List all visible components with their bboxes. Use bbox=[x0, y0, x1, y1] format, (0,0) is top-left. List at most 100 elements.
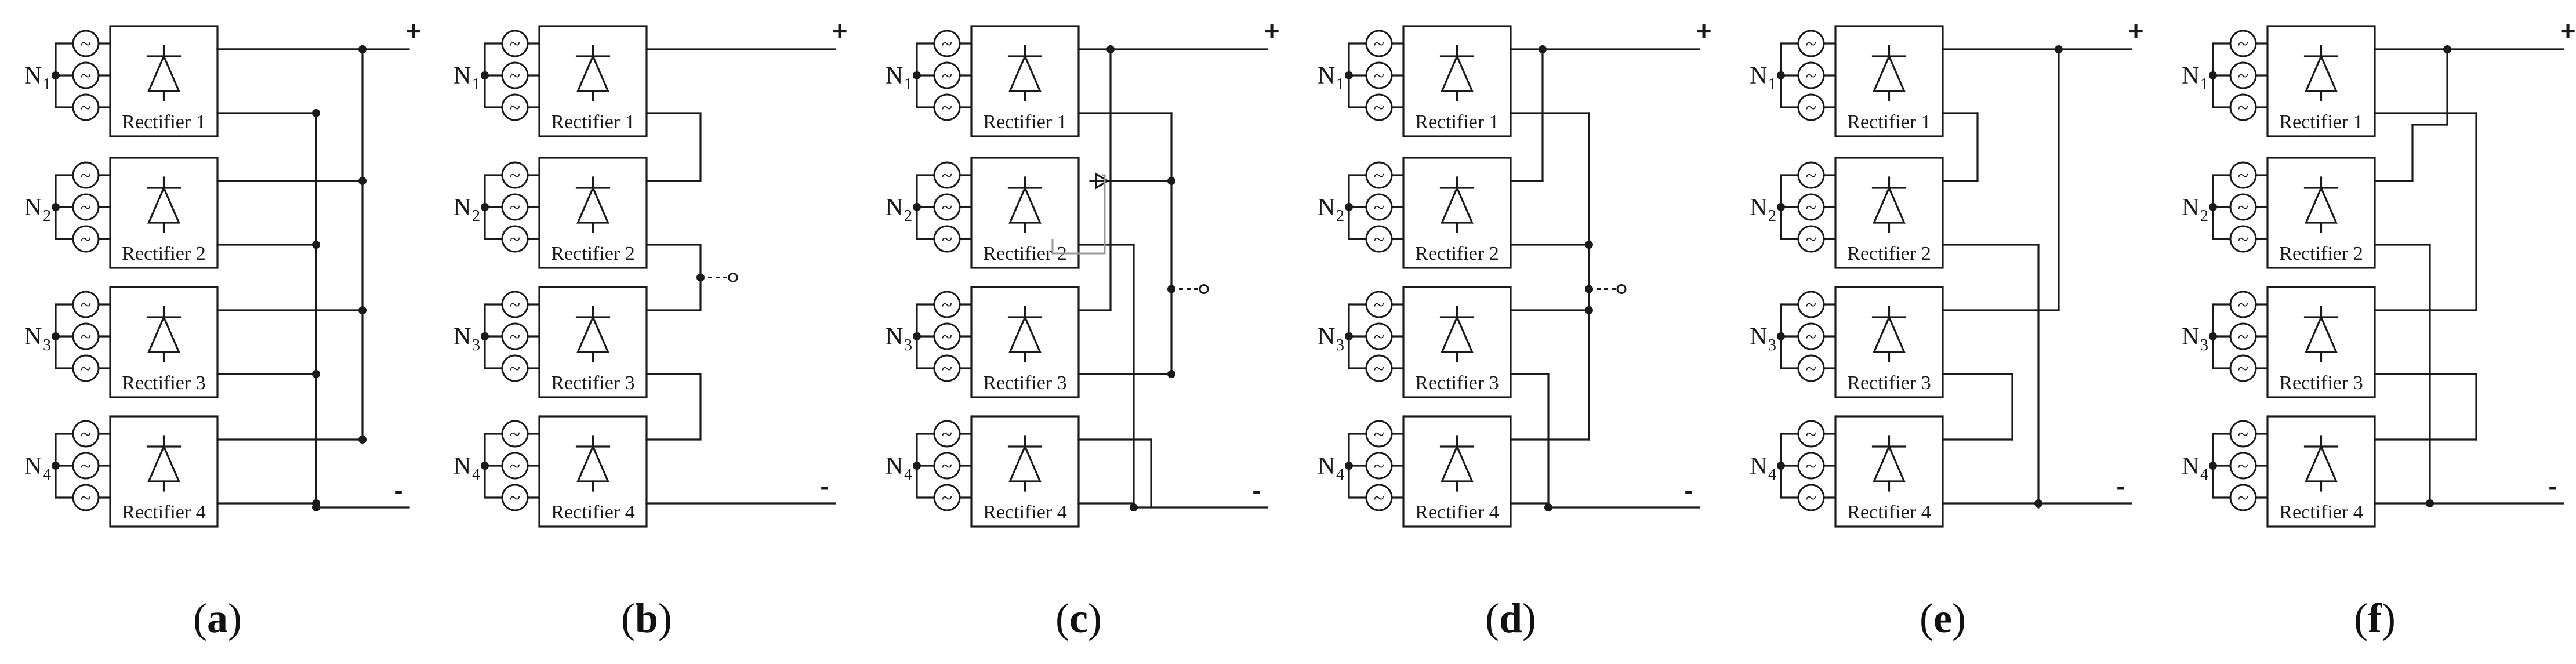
ac-source-icon bbox=[933, 322, 961, 350]
ac-source-icon bbox=[1797, 484, 1825, 511]
node-label: N bbox=[1750, 453, 1767, 480]
ac-source-symbol: ~ bbox=[81, 197, 91, 219]
ac-source-symbol: ~ bbox=[2238, 197, 2248, 219]
junction-dot bbox=[312, 241, 320, 249]
node-index: 4 bbox=[472, 466, 480, 484]
node-index: 2 bbox=[1336, 207, 1344, 225]
node-label: N bbox=[886, 63, 903, 89]
ac-source-symbol: ~ bbox=[1806, 456, 1816, 477]
node-index: 1 bbox=[472, 75, 480, 93]
node-index: 2 bbox=[1768, 207, 1776, 225]
ac-source-symbol: ~ bbox=[942, 97, 952, 119]
rectifier-label: Rectifier 2 bbox=[1415, 243, 1499, 264]
ac-source-icon bbox=[933, 452, 961, 480]
rectifier-box bbox=[970, 157, 1080, 269]
neutral-junction-dot bbox=[2209, 462, 2217, 470]
midpoint-terminal bbox=[1616, 284, 1627, 294]
node-label: N bbox=[453, 324, 471, 350]
ac-source-symbol: ~ bbox=[510, 34, 520, 55]
ac-source-symbol: ~ bbox=[2238, 165, 2248, 187]
junction-dot bbox=[1585, 241, 1593, 249]
ac-source-symbol: ~ bbox=[2238, 488, 2248, 509]
rectifier-label: Rectifier 3 bbox=[1415, 372, 1499, 394]
rectifier-label: Rectifier 1 bbox=[983, 111, 1066, 133]
ac-source-icon bbox=[501, 30, 529, 57]
dc-output-wiring: +- bbox=[1510, 16, 1711, 511]
ac-source-symbol: ~ bbox=[81, 97, 91, 119]
ac-source-icon bbox=[2229, 161, 2257, 189]
ac-source-icon bbox=[1797, 420, 1825, 448]
neutral-junction-dot bbox=[1345, 462, 1353, 470]
neutral-junction-dot bbox=[913, 332, 921, 340]
ac-source-symbol: ~ bbox=[942, 488, 952, 509]
junction-dot bbox=[2443, 45, 2451, 53]
node-index: 2 bbox=[472, 207, 480, 225]
ac-source-symbol: ~ bbox=[1374, 456, 1384, 477]
ac-source-symbol: ~ bbox=[942, 34, 952, 55]
node-label: N bbox=[453, 453, 471, 480]
junction-dot bbox=[358, 177, 367, 185]
node-index: 2 bbox=[2200, 207, 2208, 225]
junction-dot bbox=[1585, 306, 1593, 314]
ac-source-symbol: ~ bbox=[81, 66, 91, 87]
ac-source-symbol: ~ bbox=[510, 66, 520, 87]
ac-source-icon bbox=[1797, 93, 1825, 121]
ac-source-icon bbox=[72, 193, 100, 221]
neutral-junction-dot bbox=[52, 203, 60, 211]
node-label: N bbox=[1750, 324, 1767, 350]
ac-source-icon bbox=[501, 193, 529, 221]
caption-close: ) bbox=[1952, 595, 1966, 641]
rectifier-box bbox=[109, 415, 219, 528]
ac-source-symbol: ~ bbox=[1374, 34, 1384, 55]
ac-source-icon bbox=[72, 61, 100, 89]
junction-dot bbox=[2055, 45, 2063, 53]
neutral-junction-dot bbox=[481, 332, 489, 340]
ac-source-symbol: ~ bbox=[510, 197, 520, 219]
midpoint-terminal bbox=[1199, 284, 1209, 294]
junction-dot bbox=[312, 503, 320, 511]
wire bbox=[645, 112, 702, 182]
ac-source-symbol: ~ bbox=[942, 424, 952, 445]
node-index: 1 bbox=[2200, 75, 2208, 93]
dc-output-wiring: +- bbox=[1051, 16, 1279, 511]
ac-source-symbol: ~ bbox=[81, 165, 91, 187]
ac-source-symbol: ~ bbox=[1806, 358, 1816, 380]
negative-terminal-label: - bbox=[1684, 475, 1693, 505]
caption-open: ( bbox=[1485, 595, 1499, 641]
ac-source-icon bbox=[501, 161, 529, 189]
ac-source-icon bbox=[1797, 30, 1825, 57]
rectifier-label: Rectifier 3 bbox=[551, 372, 634, 394]
neutral-junction-dot bbox=[1345, 332, 1353, 340]
negative-terminal-label: - bbox=[820, 471, 829, 501]
ac-source-icon bbox=[72, 484, 100, 511]
positive-terminal-label: + bbox=[2560, 16, 2576, 46]
ac-source-icon bbox=[72, 161, 100, 189]
ac-source-icon bbox=[501, 354, 529, 382]
junction-dot bbox=[358, 306, 367, 314]
ac-source-icon bbox=[1365, 93, 1393, 121]
ac-source-symbol: ~ bbox=[2238, 424, 2248, 445]
panel-caption: (a) bbox=[193, 595, 242, 641]
neutral-junction-dot bbox=[2209, 203, 2217, 211]
panel-caption: (d) bbox=[1485, 595, 1536, 641]
ac-source-icon bbox=[1365, 30, 1393, 57]
ac-source-symbol: ~ bbox=[1374, 326, 1384, 348]
dc-output-wiring: +- bbox=[2374, 16, 2576, 507]
positive-terminal-label: + bbox=[406, 16, 422, 46]
ac-source-symbol: ~ bbox=[1374, 165, 1384, 187]
ac-source-symbol: ~ bbox=[942, 295, 952, 316]
